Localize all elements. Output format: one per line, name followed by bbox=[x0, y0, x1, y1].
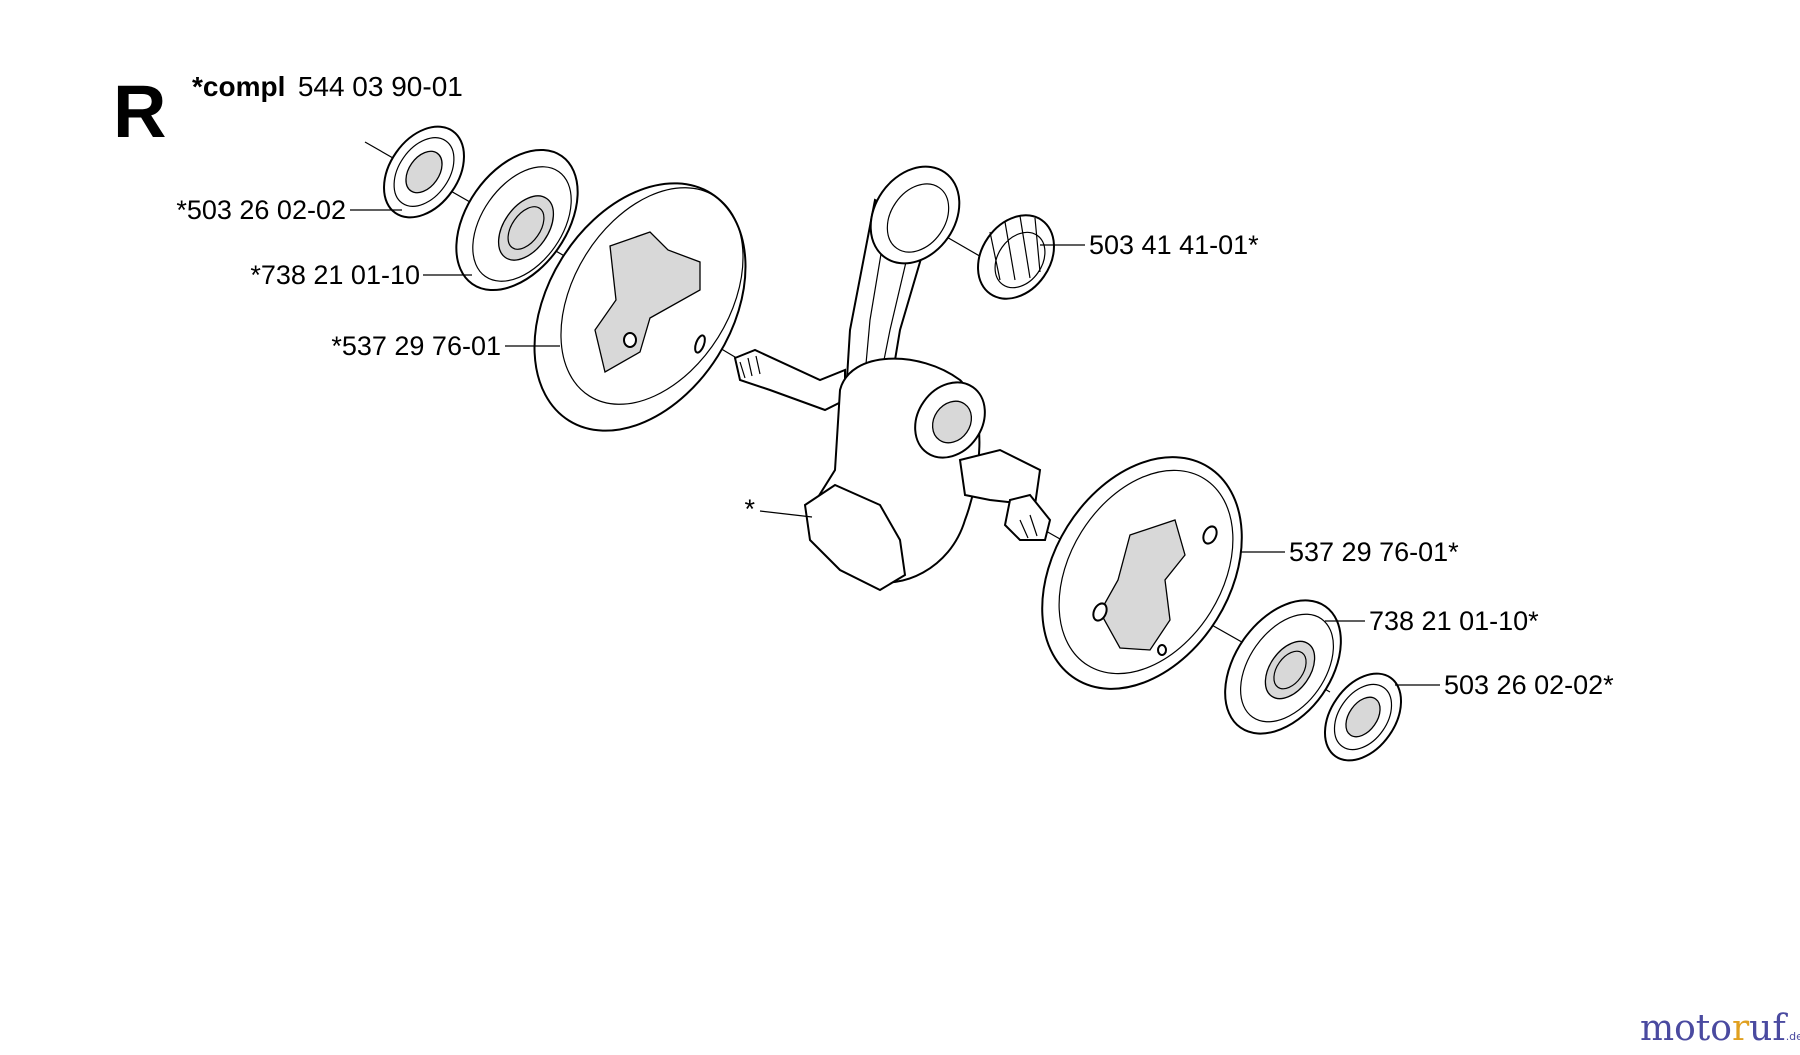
label-right-seal: 503 26 02-02* bbox=[1444, 670, 1614, 700]
left-crank-half bbox=[533, 182, 747, 432]
assembly-number: 544 03 90-01 bbox=[298, 71, 463, 102]
label-right-bearing: 738 21 01-10* bbox=[1369, 606, 1539, 636]
leader-crankshaft bbox=[759, 510, 813, 518]
right-shaft-seal bbox=[1323, 672, 1403, 762]
label-right-crank-half: 537 29 76-01* bbox=[1289, 537, 1459, 567]
label-left-bearing: *738 21 01-10 bbox=[250, 260, 420, 290]
crankshaft bbox=[733, 348, 1052, 592]
assembly-reference: *compl 544 03 90-01 bbox=[192, 71, 463, 102]
right-crank-half bbox=[1041, 456, 1243, 690]
section-letter: R bbox=[113, 70, 166, 153]
label-needle-bearing: 503 41 41-01* bbox=[1089, 230, 1259, 260]
watermark-logo: motoruf.de bbox=[1640, 1008, 1800, 1049]
right-ball-bearing bbox=[1224, 599, 1342, 735]
label-left-seal: *503 26 02-02 bbox=[176, 195, 346, 225]
label-crankshaft: * bbox=[744, 494, 755, 524]
needle-bearing bbox=[977, 214, 1055, 300]
assembly-prefix: *compl bbox=[192, 71, 285, 102]
label-left-crank-half: *537 29 76-01 bbox=[331, 331, 501, 361]
left-shaft-seal bbox=[383, 125, 465, 219]
left-ball-bearing bbox=[455, 148, 579, 292]
